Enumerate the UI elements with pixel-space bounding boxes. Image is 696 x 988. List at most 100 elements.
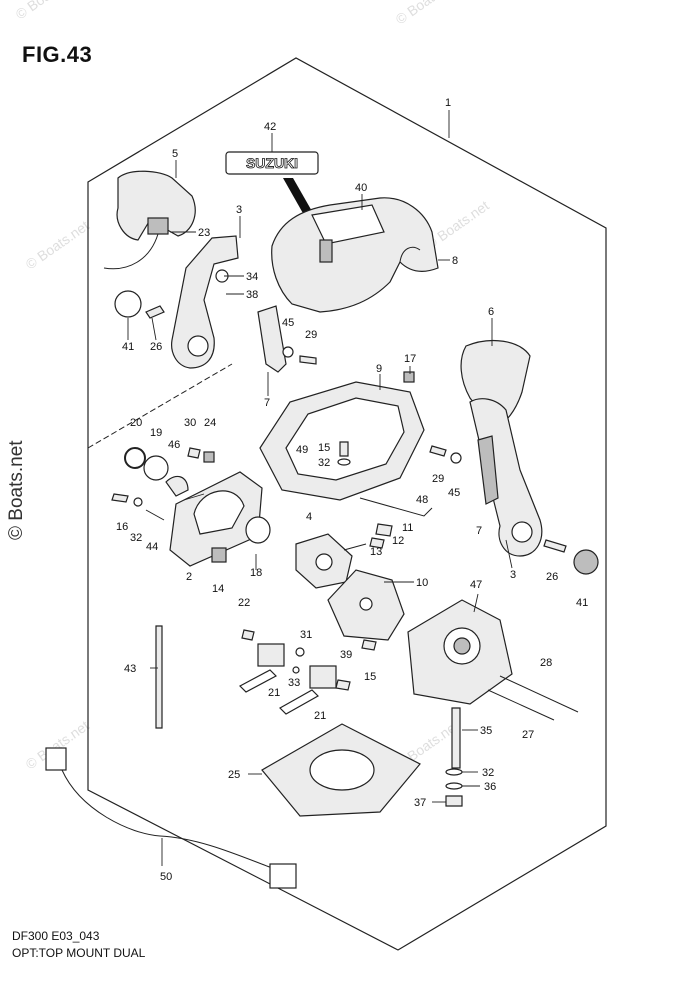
callout-33: 33 <box>288 677 300 689</box>
callout-11: 11 <box>402 522 413 534</box>
screw-15-mid <box>361 639 377 651</box>
callout-25: 25 <box>228 769 240 781</box>
washer-31 <box>295 647 305 657</box>
switch-unit-right <box>279 665 337 715</box>
callout-4: 4 <box>306 511 312 523</box>
callout-3b: 3 <box>510 569 516 581</box>
callout-43: 43 <box>124 663 136 675</box>
callout-21b: 21 <box>314 710 326 722</box>
bracket-10 <box>327 569 405 641</box>
callout-5: 5 <box>172 148 178 160</box>
screw-26-left <box>145 305 165 319</box>
screw-22 <box>241 629 255 641</box>
screw-15-upper <box>339 441 349 457</box>
callout-46: 46 <box>168 439 180 451</box>
callout-48: 48 <box>416 494 428 506</box>
callout-9: 9 <box>376 363 382 375</box>
callout-40: 40 <box>355 182 367 194</box>
bolt-28 <box>499 675 579 713</box>
switch-unit-left <box>239 643 285 693</box>
callout-35: 35 <box>480 725 492 737</box>
shift-unit-right <box>407 599 513 705</box>
assembly-outline <box>87 57 607 951</box>
callout-29b: 29 <box>432 473 444 485</box>
spring-44 <box>145 509 165 521</box>
callout-32c: 32 <box>482 767 494 779</box>
washer-33 <box>292 666 300 674</box>
callout-28: 28 <box>540 657 552 669</box>
callout-36: 36 <box>484 781 496 793</box>
figure-title: FIG.43 <box>22 42 93 67</box>
washer-32-upper <box>337 458 351 466</box>
callout-31: 31 <box>300 629 312 641</box>
figure-name: OPT:TOP MOUNT DUAL <box>12 946 146 960</box>
harness-50 <box>45 747 297 889</box>
callout-41a: 41 <box>122 341 134 353</box>
callout-labels: 1 42 5 40 3 23 8 34 38 41 26 45 29 6 7 1… <box>116 97 588 883</box>
screw-39 <box>335 679 351 691</box>
handle-left <box>103 170 196 270</box>
bolt-29-upper <box>299 355 317 365</box>
callout-50: 50 <box>160 871 172 883</box>
callout-23: 23 <box>198 227 210 239</box>
cap-41-right <box>573 549 599 575</box>
suzuki-logo-text: SUZUKI <box>246 155 298 171</box>
callout-39: 39 <box>340 649 352 661</box>
ring-20 <box>124 447 146 469</box>
callout-38: 38 <box>246 289 258 301</box>
callout-15a: 15 <box>318 442 330 454</box>
callout-49: 49 <box>296 444 308 456</box>
callout-32a: 32 <box>318 457 330 469</box>
subassembly-divider <box>87 363 233 449</box>
callout-32b: 32 <box>130 532 142 544</box>
leader-lines <box>127 110 513 866</box>
washer-36 <box>445 782 463 790</box>
washer-19 <box>143 455 169 481</box>
washer-32-left <box>133 497 143 507</box>
callout-8: 8 <box>452 255 458 267</box>
screw-12 <box>369 537 385 549</box>
callout-7a: 7 <box>264 397 270 409</box>
callout-14: 14 <box>212 583 224 595</box>
washer-45-right <box>450 452 462 464</box>
callout-44: 44 <box>146 541 158 553</box>
callout-45b: 45 <box>448 487 460 499</box>
nut-37 <box>445 795 463 807</box>
gear-4 <box>295 533 353 589</box>
callout-26b: 26 <box>546 571 558 583</box>
bolt-27 <box>487 689 555 721</box>
screw-30 <box>187 447 201 459</box>
seal-18 <box>245 516 271 544</box>
callout-20: 20 <box>130 417 142 429</box>
callout-13: 13 <box>370 546 382 558</box>
callout-3a: 3 <box>236 204 242 216</box>
watermark-left-mid: © Boats.net <box>23 217 92 272</box>
gasket-25 <box>261 723 421 817</box>
callout-30: 30 <box>184 417 196 429</box>
watermark-top-left: © Boats.net <box>13 0 82 22</box>
callout-12: 12 <box>392 535 404 547</box>
top-cover <box>271 197 439 313</box>
watermark-top-right: © Boats.net <box>393 0 462 27</box>
callout-45a: 45 <box>282 317 294 329</box>
bracket-7-upper <box>257 305 287 373</box>
lever-arm-right <box>469 398 543 557</box>
bolt-16 <box>111 493 129 503</box>
callout-22: 22 <box>238 597 250 609</box>
bolt-35 <box>451 707 461 769</box>
callout-6: 6 <box>488 306 494 318</box>
callout-18: 18 <box>250 567 262 579</box>
callout-29a: 29 <box>305 329 317 341</box>
nut-11 <box>375 523 393 537</box>
callout-34: 34 <box>246 271 258 283</box>
washer-45-upper <box>282 346 294 358</box>
callout-27: 27 <box>522 729 534 741</box>
callout-19: 19 <box>150 427 162 439</box>
callout-16: 16 <box>116 521 128 533</box>
callout-1: 1 <box>445 97 451 109</box>
callout-17: 17 <box>404 353 416 365</box>
callout-26a: 26 <box>150 341 162 353</box>
lever-arm-left <box>171 235 239 369</box>
callout-42: 42 <box>264 121 276 133</box>
